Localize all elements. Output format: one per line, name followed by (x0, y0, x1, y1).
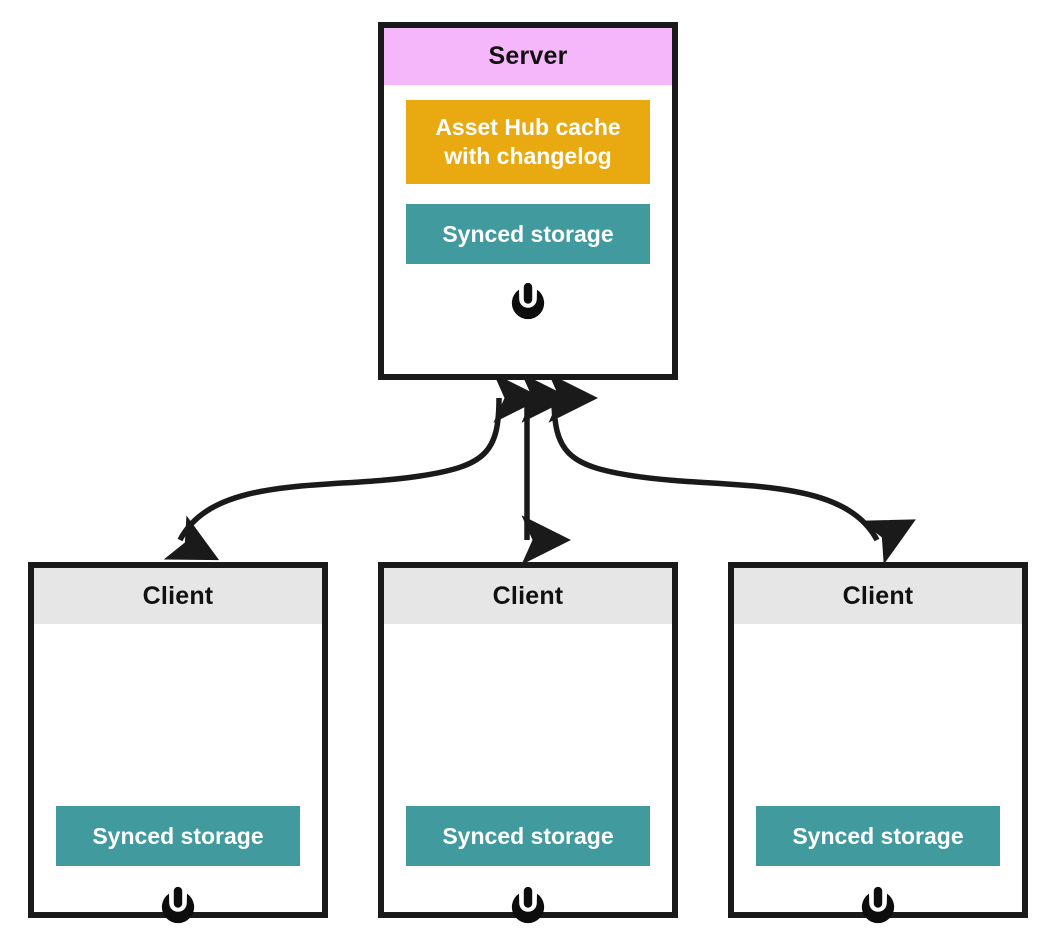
server-body: Asset Hub cache with changelog Synced st… (384, 85, 672, 374)
client-node-2[interactable]: Client Synced storage (378, 562, 678, 924)
client-1-body: Synced storage (34, 624, 322, 924)
client-3-synced-storage-label: Synced storage (792, 822, 964, 849)
server-node[interactable]: Server Asset Hub cache with changelog Sy… (378, 22, 678, 380)
server-synced-storage-bar[interactable]: Synced storage (406, 204, 650, 264)
asset-hub-cache-bar[interactable]: Asset Hub cache with changelog (406, 100, 650, 184)
client-3-synced-storage-bar[interactable]: Synced storage (756, 806, 1000, 866)
client-1-synced-storage-label: Synced storage (92, 822, 264, 849)
client-3-header: Client (734, 568, 1022, 624)
client-2-header: Client (384, 568, 672, 624)
client-1-synced-storage-bar[interactable]: Synced storage (56, 806, 300, 866)
client-node-1[interactable]: Client Synced storage (28, 562, 328, 924)
client-2-body: Synced storage (384, 624, 672, 924)
client-3-body: Synced storage (734, 624, 1022, 924)
power-icon (511, 282, 545, 320)
power-icon (511, 886, 545, 924)
asset-hub-cache-line-2: with changelog (444, 143, 612, 169)
server-synced-storage-label: Synced storage (442, 220, 614, 247)
server-header-label: Server (488, 42, 568, 70)
client-2-synced-storage-label: Synced storage (442, 822, 614, 849)
connection-server-to-client-3 (548, 373, 916, 565)
client-2-synced-storage-bar[interactable]: Synced storage (406, 806, 650, 866)
connection-server-to-client-1 (163, 373, 543, 561)
server-header: Server (384, 28, 672, 85)
client-node-3[interactable]: Client Synced storage (728, 562, 1028, 924)
asset-hub-cache-line-1: Asset Hub cache (435, 114, 621, 141)
client-3-header-label: Client (842, 581, 914, 610)
client-2-header-label: Client (492, 581, 564, 610)
client-1-header-label: Client (142, 581, 214, 610)
power-icon (861, 886, 895, 924)
client-1-header: Client (34, 568, 322, 624)
power-icon (161, 886, 195, 924)
asset-hub-cache-label: Asset Hub cache with changelog (435, 113, 620, 171)
